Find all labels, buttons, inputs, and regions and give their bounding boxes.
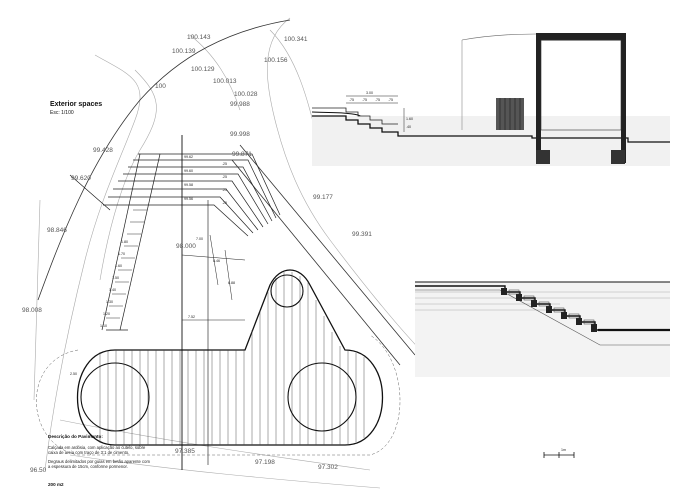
site-contours bbox=[33, 17, 431, 489]
plan-scale: Esc: 1/100 bbox=[50, 110, 74, 116]
elevation-label: 100.028 bbox=[234, 91, 258, 98]
section-dim-part: .75 bbox=[362, 98, 367, 102]
elevation-label: 99.177 bbox=[313, 194, 333, 201]
stair-level-label: 99.56 bbox=[184, 197, 193, 201]
step-label: .25 bbox=[222, 175, 227, 179]
notes-line: a espessura de 15cm, conforme pormenor. bbox=[48, 464, 128, 469]
stair-bands bbox=[101, 153, 281, 331]
dimension-label: 7.52 bbox=[188, 315, 195, 319]
plaza bbox=[36, 269, 401, 456]
stair-level-label: 99.60 bbox=[184, 169, 193, 173]
section-dim-vertical: .40 bbox=[406, 125, 411, 129]
stair-width-label: 1.70 bbox=[118, 252, 125, 256]
section-dim-part: .75 bbox=[349, 98, 354, 102]
elevation-label: 100.156 bbox=[264, 57, 288, 64]
dimension-label: 7.00 bbox=[196, 237, 203, 241]
stair-width-label: 1.50 bbox=[112, 276, 119, 280]
step-label: .25 bbox=[222, 162, 227, 166]
section-dim-part: .75 bbox=[388, 98, 393, 102]
plan-title: Exterior spaces bbox=[50, 101, 102, 108]
stair-detail bbox=[415, 281, 670, 377]
section-dim-vertical: 1.60 bbox=[406, 117, 413, 121]
stair-width-label: 1.40 bbox=[109, 288, 116, 292]
elevation-label: 99.988 bbox=[230, 101, 250, 108]
dimension-label: 2.50 bbox=[70, 372, 77, 376]
stair-width-label: 1.10 bbox=[100, 324, 107, 328]
stair-width-label: 1.60 bbox=[115, 264, 122, 268]
elevation-label: 99.871 bbox=[232, 151, 252, 158]
elevation-label: 97.198 bbox=[255, 459, 275, 466]
elevation-label: 99.428 bbox=[93, 147, 113, 154]
elevation-label: 96.50 bbox=[30, 467, 47, 474]
elevation-label: 100.341 bbox=[284, 36, 308, 43]
scale-bar: 1m bbox=[543, 448, 575, 458]
scale-bar-label: 1m bbox=[561, 448, 566, 452]
stair-width-label: 1.30 bbox=[106, 300, 113, 304]
elevation-label: 97.385 bbox=[175, 448, 195, 455]
step-label: .25 bbox=[222, 201, 227, 205]
pavement-notes: Descrição do Pavimento: Calçada em ardós… bbox=[48, 434, 150, 487]
elevation-labels: 100.143 100.139 100.129 100.013 100.028 … bbox=[22, 34, 372, 474]
stair-level-label: 99.58 bbox=[184, 183, 193, 187]
section-dim-total: 3.00 bbox=[366, 91, 373, 95]
building-section: 3.00 .75 .75 .75 .75 1.60 .40 bbox=[311, 33, 670, 166]
dimension-label: 6.88 bbox=[228, 281, 235, 285]
elevation-label: 100 bbox=[155, 83, 166, 90]
path-edges bbox=[37, 19, 416, 366]
notes-line: Degraus delimitados por guias em betão a… bbox=[48, 459, 150, 464]
section-dim-part: .75 bbox=[375, 98, 380, 102]
step-label: .25 bbox=[222, 188, 227, 192]
elevation-label: 97.302 bbox=[318, 464, 338, 471]
elevation-label: 99.391 bbox=[352, 231, 372, 238]
elevation-label: 100.129 bbox=[191, 66, 215, 73]
plan-dimension-lines bbox=[181, 234, 246, 321]
notes-heading: Descrição do Pavimento: bbox=[48, 434, 103, 439]
stair-steps-left bbox=[106, 209, 147, 319]
notes-line: Calçada em ardósia, com aplicação ao cut… bbox=[48, 445, 146, 450]
stair-width-label: 1.20 bbox=[103, 312, 110, 316]
elevation-label: 100.143 bbox=[187, 34, 211, 41]
dimension-label: 8.46 bbox=[213, 259, 220, 263]
elevation-label: 99.620 bbox=[71, 175, 91, 182]
stair-level-label: 99.62 bbox=[184, 155, 193, 159]
elevation-label: 99.998 bbox=[230, 131, 250, 138]
axis-lines bbox=[69, 135, 209, 470]
notes-line: caixa de areia com traço de 3:1 de cimen… bbox=[48, 450, 129, 455]
stair-labels: 1.10 1.20 1.30 1.40 1.50 1.60 1.70 1.80 … bbox=[100, 155, 227, 328]
plan-dimension-labels: 7.00 7.52 8.46 6.88 2.50 bbox=[70, 237, 235, 376]
elevation-label: 98.008 bbox=[22, 307, 42, 314]
elevation-label: 98.846 bbox=[47, 227, 67, 234]
notes-area: 200 m2 bbox=[48, 482, 64, 487]
stair-width-label: 1.80 bbox=[121, 240, 128, 244]
elevation-label: 98.000 bbox=[176, 243, 196, 250]
elevation-label: 100.013 bbox=[213, 78, 237, 85]
elevation-label: 100.139 bbox=[172, 48, 196, 55]
